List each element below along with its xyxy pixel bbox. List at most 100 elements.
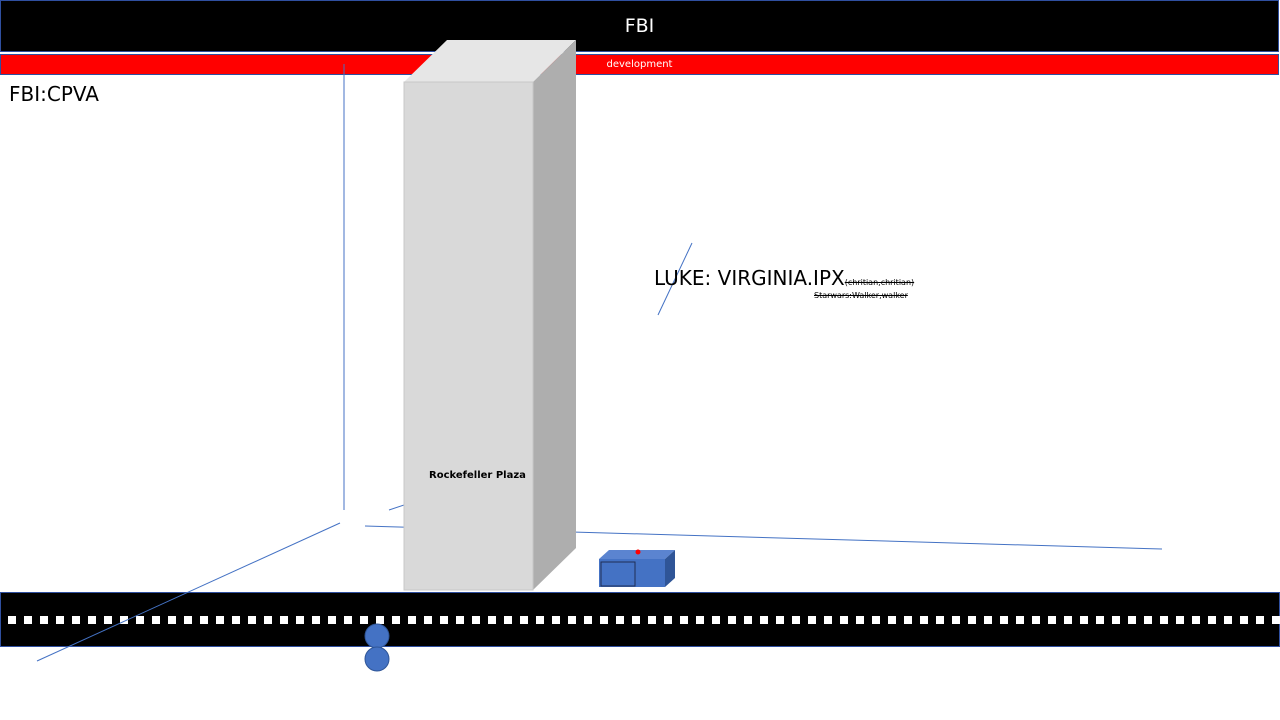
road-dash: [1048, 616, 1056, 624]
figure-head: [364, 623, 390, 649]
annotation-sub: (chritian,chritian): [844, 278, 915, 287]
box-red-dot: [635, 549, 641, 555]
annotation-main-text: LUKE: VIRGINIA.IPX: [654, 266, 845, 290]
road-dash: [8, 616, 16, 624]
road-dash: [872, 616, 880, 624]
road-dash: [168, 616, 176, 624]
road-dash: [808, 616, 816, 624]
road-dash: [216, 616, 224, 624]
road-dash: [712, 616, 720, 624]
road-dash: [248, 616, 256, 624]
road-dash: [1096, 616, 1104, 624]
road-dash: [56, 616, 64, 624]
road-dash: [72, 616, 80, 624]
road-dash: [648, 616, 656, 624]
road-dash: [824, 616, 832, 624]
road-dash: [1000, 616, 1008, 624]
figure-body: [364, 646, 390, 672]
road-dash: [232, 616, 240, 624]
road-dash: [792, 616, 800, 624]
header-title: FBI: [624, 15, 655, 37]
road-dash: [696, 616, 704, 624]
road-dash: [856, 616, 864, 624]
diagonal-line-annotation: [657, 242, 693, 316]
road-dash: [1272, 616, 1280, 624]
road-dash: [360, 616, 368, 624]
road-dash: [424, 616, 432, 624]
road-dash: [1080, 616, 1088, 624]
road-dash: [312, 616, 320, 624]
road-dash: [1256, 616, 1264, 624]
road-dash: [88, 616, 96, 624]
annotation-note: Starwars:Walker,walker: [814, 291, 908, 300]
box-window: [600, 561, 636, 587]
building-front: [403, 81, 534, 591]
road-dash: [1032, 616, 1040, 624]
road-dash: [728, 616, 736, 624]
road-dash: [1160, 616, 1168, 624]
road-dash: [104, 616, 112, 624]
road-dash: [616, 616, 624, 624]
building-side: [533, 40, 576, 590]
road-dash: [904, 616, 912, 624]
road-dash: [120, 616, 128, 624]
road-dash: [1144, 616, 1152, 624]
building-top: [404, 40, 576, 82]
box-side: [665, 550, 675, 587]
road-dash: [1128, 616, 1136, 624]
diagonal-line-left: [36, 522, 341, 662]
road-dash: [296, 616, 304, 624]
road-dash: [1176, 616, 1184, 624]
road-dash: [1208, 616, 1216, 624]
road-dash: [888, 616, 896, 624]
header-bar: FBI: [0, 0, 1279, 52]
road-dash: [152, 616, 160, 624]
road-dash: [280, 616, 288, 624]
road-dash: [1112, 616, 1120, 624]
road-dash: [456, 616, 464, 624]
road-dash: [920, 616, 928, 624]
road-dash: [584, 616, 592, 624]
road-dash: [328, 616, 336, 624]
road-dash: [344, 616, 352, 624]
road-dash: [1192, 616, 1200, 624]
road-dash: [552, 616, 560, 624]
road-dash: [664, 616, 672, 624]
road-dash: [1016, 616, 1024, 624]
road-dash: [1224, 616, 1232, 624]
road-dash: [536, 616, 544, 624]
road-dash: [952, 616, 960, 624]
road-dash: [568, 616, 576, 624]
road-dash: [488, 616, 496, 624]
road-dash: [440, 616, 448, 624]
road-dash: [680, 616, 688, 624]
road-dash: [184, 616, 192, 624]
development-banner: development: [0, 54, 1279, 75]
annotation-main: LUKE: VIRGINIA.IPX(chritian,chritian): [654, 266, 914, 290]
road-dash: [760, 616, 768, 624]
road-dash: [408, 616, 416, 624]
road-dash: [1064, 616, 1072, 624]
road-dashes: [8, 616, 1280, 624]
road-dash: [936, 616, 944, 624]
road-dash: [840, 616, 848, 624]
banner-label: development: [606, 59, 673, 70]
road-dash: [632, 616, 640, 624]
road-dash: [776, 616, 784, 624]
road-dash: [136, 616, 144, 624]
road-dash: [600, 616, 608, 624]
road-dash: [24, 616, 32, 624]
road-dash: [264, 616, 272, 624]
road-dash: [1240, 616, 1248, 624]
road-dash: [968, 616, 976, 624]
road-dash: [744, 616, 752, 624]
building-label: Rockefeller Plaza: [429, 470, 526, 481]
road-dash: [984, 616, 992, 624]
road-dash: [520, 616, 528, 624]
road-dash: [376, 616, 384, 624]
road-dash: [472, 616, 480, 624]
box-top: [599, 550, 675, 559]
road-dash: [40, 616, 48, 624]
road-dash: [392, 616, 400, 624]
